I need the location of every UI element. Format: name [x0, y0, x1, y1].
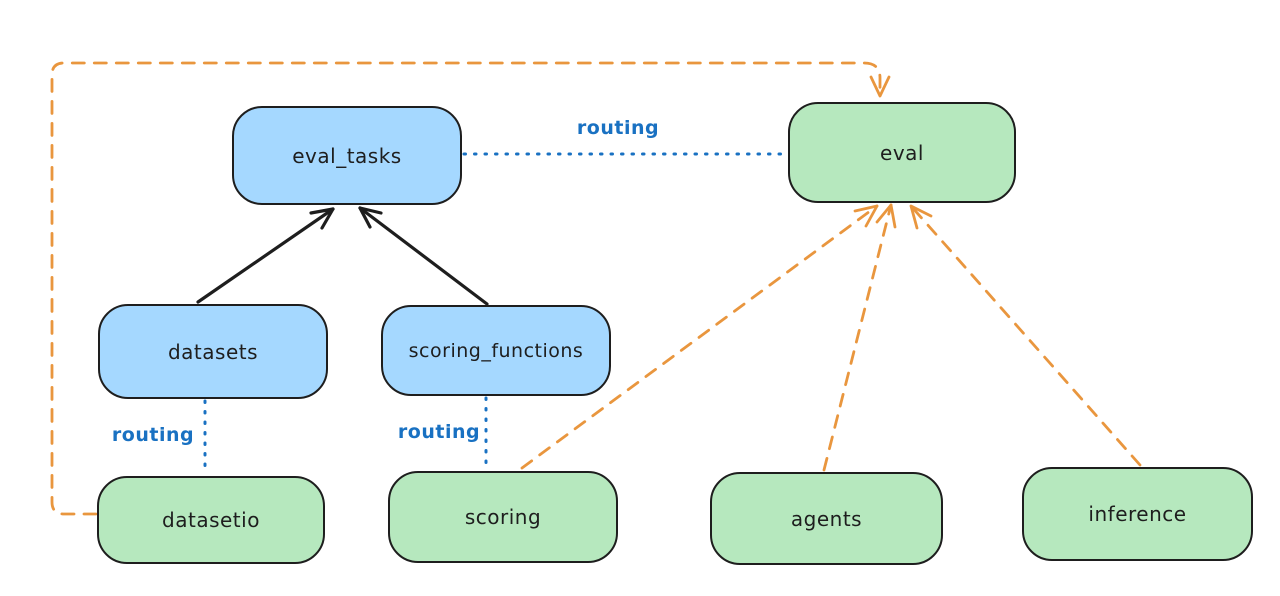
edge-scoring-functions-to-eval-tasks: [358, 206, 489, 306]
node-eval-tasks-label: eval_tasks: [292, 143, 402, 168]
node-datasetio: datasetio: [97, 476, 325, 564]
edge-label-routing-datasets-datasetio: routing: [111, 424, 195, 446]
arrowhead-scoring-functions-to-eval-tasks: [358, 206, 383, 229]
node-eval-tasks: eval_tasks: [232, 106, 462, 205]
edge-label-routing-scoring-functions-scoring: routing: [397, 421, 481, 443]
arrowhead-inference-to-eval: [909, 204, 933, 230]
node-scoring: scoring: [388, 471, 618, 563]
arrowhead-datasetio-to-eval: [869, 75, 891, 98]
node-scoring-label: scoring: [464, 505, 542, 529]
edge-inference-to-eval: [909, 204, 1142, 467]
node-eval-label: eval: [880, 140, 924, 165]
arrowhead-scoring-to-eval: [853, 204, 879, 228]
node-inference: inference: [1022, 467, 1253, 561]
node-agents: agents: [710, 472, 943, 565]
node-inference-label: inference: [1088, 502, 1187, 526]
node-eval: eval: [788, 102, 1016, 203]
node-agents-label: agents: [790, 506, 863, 531]
edge-datasetio-to-eval: [50, 61, 882, 516]
node-datasets: datasets: [98, 304, 328, 399]
edge-agents-to-eval: [822, 203, 893, 472]
node-datasets-label: datasets: [167, 339, 259, 364]
arrowhead-agents-to-eval: [875, 203, 897, 229]
edge-label-routing-eval-tasks-eval: routing: [576, 117, 660, 139]
node-scoring-functions: scoring_functions: [381, 305, 611, 396]
node-scoring-functions-label: scoring_functions: [408, 339, 584, 362]
arrowhead-datasets-to-eval-tasks: [309, 207, 335, 230]
node-datasetio-label: datasetio: [162, 508, 260, 532]
edge-datasets-to-eval-tasks: [196, 207, 335, 304]
